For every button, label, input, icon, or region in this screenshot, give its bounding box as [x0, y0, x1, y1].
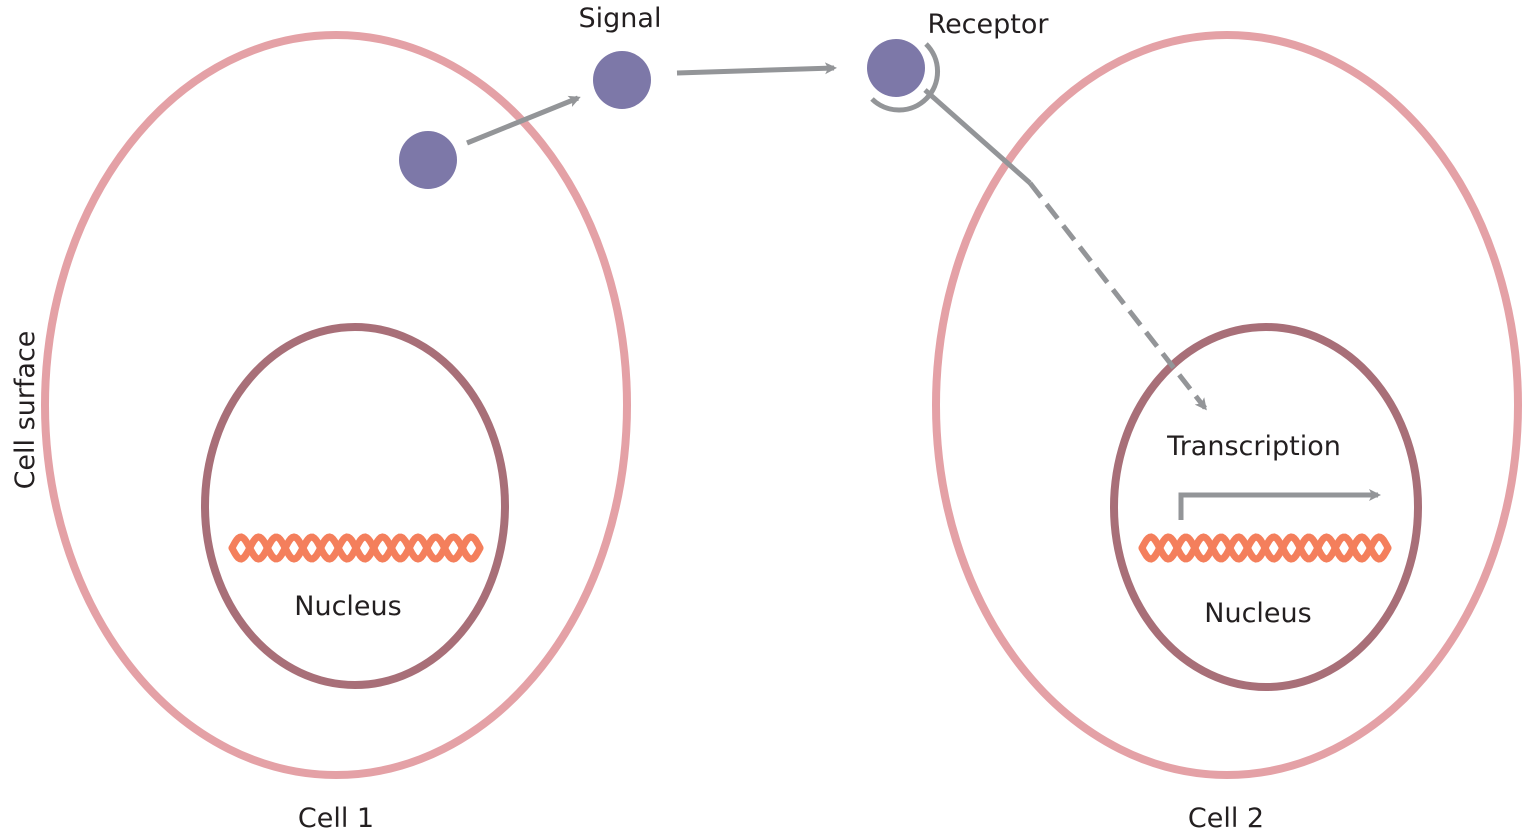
arrow-transcription [1178, 489, 1381, 520]
dna-strand-2 [1138, 533, 1392, 563]
arrow-signal-exit [466, 95, 581, 146]
arrow-signal-travel [676, 62, 837, 76]
signal-molecule-inside-cell-1 [399, 131, 457, 189]
signal-molecule-bound [867, 39, 925, 97]
nucleus-1-envelope [201, 323, 509, 689]
nucleus-2-label: Nucleus [1204, 598, 1311, 629]
signal-label: Signal [579, 3, 662, 34]
cell-surface-label: Cell surface [10, 331, 41, 490]
dna-helix-2 [1138, 533, 1392, 563]
signal-molecule-released [593, 51, 651, 109]
nucleus-1-label: Nucleus [294, 591, 401, 622]
receptor-label: Receptor [928, 9, 1050, 40]
cell-1-label: Cell 1 [298, 803, 374, 834]
nucleus-2-envelope [1110, 323, 1422, 691]
dna-helix-1 [228, 533, 484, 563]
arrow-dashed-signal-transduction [1028, 181, 1207, 411]
transcription-label: Transcription [1166, 431, 1341, 462]
receptor-stalk [923, 88, 1032, 185]
receptor-icon [870, 42, 941, 113]
cell-2-membrane [932, 31, 1522, 779]
cell-1-membrane [41, 31, 631, 779]
dna-strand-2 [228, 533, 484, 563]
cell-2-label: Cell 2 [1188, 803, 1264, 834]
